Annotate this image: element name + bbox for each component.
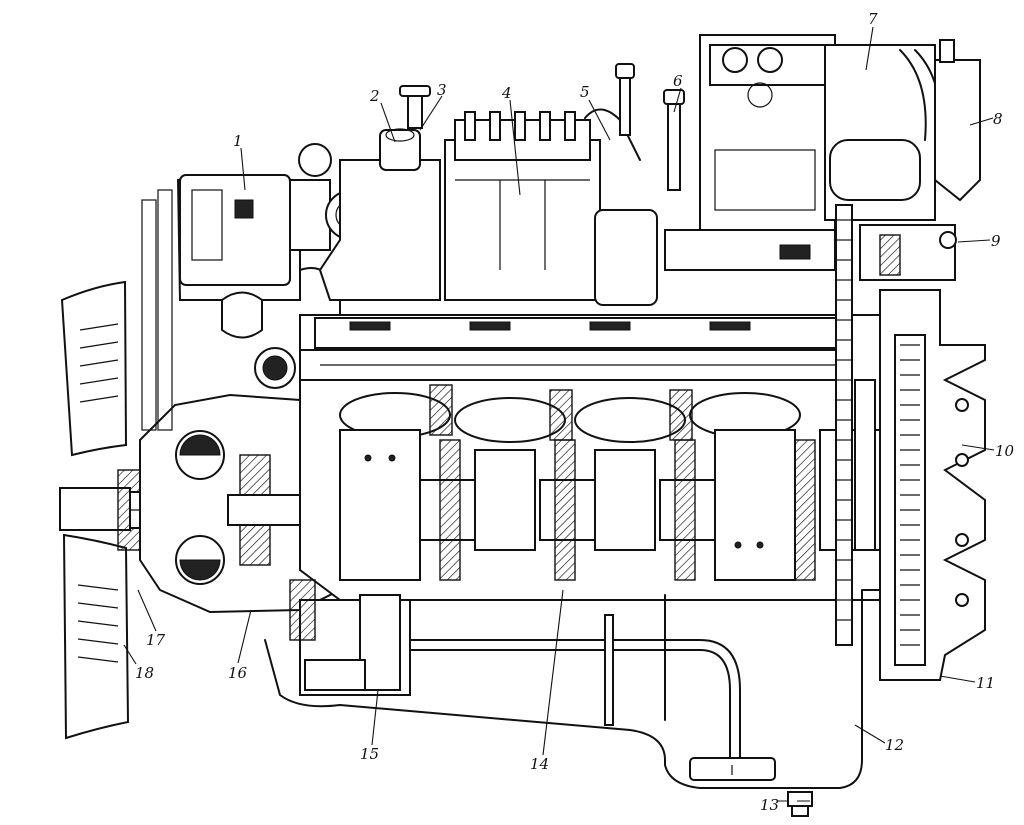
crankshaft <box>339 429 881 581</box>
oil-pan <box>264 589 881 817</box>
callout-10: 10 <box>995 442 1015 460</box>
callout-labels: 1 2 3 4 5 6 7 8 9 10 11 12 13 14 15 16 1… <box>135 10 1015 814</box>
fan-blades <box>60 280 130 740</box>
callout-16: 16 <box>228 664 248 682</box>
oil-pump <box>289 579 776 781</box>
flywheel-housing <box>879 289 986 681</box>
callout-15: 15 <box>360 745 379 763</box>
callout-1: 1 <box>233 132 243 150</box>
air-compressor <box>664 34 836 271</box>
callout-13: 13 <box>760 796 779 814</box>
power-steering-pump <box>824 39 981 221</box>
callout-2: 2 <box>369 87 380 105</box>
callout-9: 9 <box>991 232 1001 250</box>
callout-17: 17 <box>146 631 166 649</box>
fuel-filter-lines <box>584 63 685 191</box>
callout-leaders <box>123 26 995 802</box>
callout-3: 3 <box>437 81 447 99</box>
callout-4: 4 <box>501 84 512 102</box>
callout-11: 11 <box>976 674 995 692</box>
timing-gears <box>835 204 876 646</box>
fuel-injection-pump <box>444 111 658 306</box>
callout-6: 6 <box>673 72 683 90</box>
callout-14: 14 <box>530 755 549 773</box>
callout-18: 18 <box>135 664 154 682</box>
intake-manifold <box>318 85 441 301</box>
cylinders <box>339 384 801 443</box>
callout-5: 5 <box>580 83 590 101</box>
callout-12: 12 <box>885 736 904 754</box>
tachometer-drive <box>859 224 957 281</box>
callout-8: 8 <box>993 110 1003 128</box>
callout-7: 7 <box>868 10 878 28</box>
